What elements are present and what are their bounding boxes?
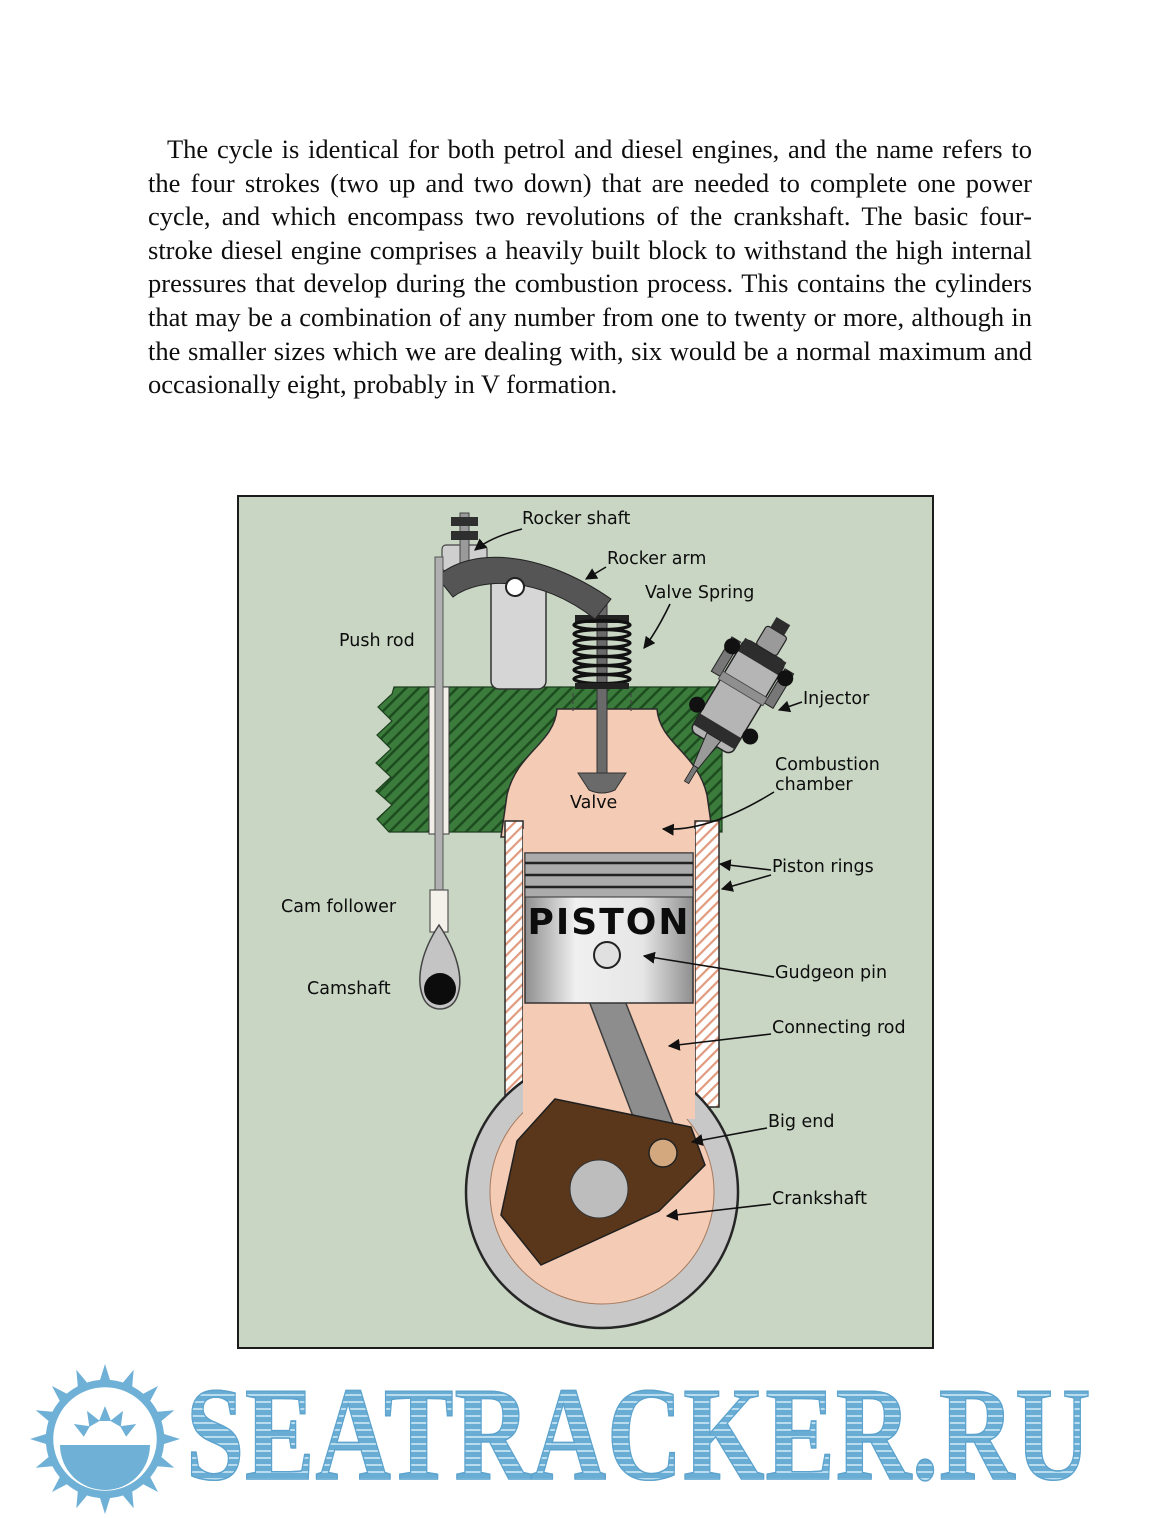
label-rocker-shaft: Rocker shaft <box>522 509 631 529</box>
label-injector: Injector <box>803 689 870 709</box>
pushrod-assembly <box>419 556 461 1010</box>
label-piston-rings: Piston rings <box>772 857 874 877</box>
label-cam-follower: Cam follower <box>281 897 397 917</box>
piston-shape: PISTON <box>524 852 694 1004</box>
pointer-arrows <box>474 528 803 1221</box>
rocker-assembly <box>436 512 612 690</box>
label-crankshaft: Crankshaft <box>772 1189 868 1209</box>
crankshaft-web <box>500 1098 706 1266</box>
engine-cross-section-drawing: PISTON <box>375 512 803 1330</box>
injector-shape <box>683 617 795 785</box>
body-paragraph: The cycle is identical for both petrol a… <box>148 134 1032 400</box>
gudgeon-pin-shape <box>593 941 621 969</box>
label-camshaft: Camshaft <box>307 979 391 999</box>
watermark: SEATRACKER.RU <box>0 1358 1173 1518</box>
label-combustion-chamber-line2: chamber <box>775 775 853 796</box>
label-rocker-arm: Rocker arm <box>607 549 707 569</box>
label-gudgeon-pin: Gudgeon pin <box>775 963 888 983</box>
watermark-text: SEATRACKER.RU <box>185 1354 1091 1514</box>
label-push-rod: Push rod <box>339 631 415 651</box>
main-journal <box>569 1159 629 1219</box>
label-combustion-chamber: Combustion chamber <box>775 755 880 795</box>
sun-logo-icon <box>30 1364 180 1514</box>
piston-text-label: PISTON <box>528 902 691 943</box>
camshaft-shape <box>424 973 456 1005</box>
big-end-journal <box>648 1138 678 1168</box>
label-valve-spring: Valve Spring <box>645 583 755 603</box>
label-big-end: Big end <box>768 1112 835 1132</box>
label-combustion-chamber-line1: Combustion <box>775 755 880 775</box>
label-valve: Valve <box>570 793 618 813</box>
engine-figure-frame: PISTON <box>237 495 934 1349</box>
rocker-arm-shape <box>436 556 612 620</box>
label-connecting-rod: Connecting rod <box>772 1018 906 1038</box>
